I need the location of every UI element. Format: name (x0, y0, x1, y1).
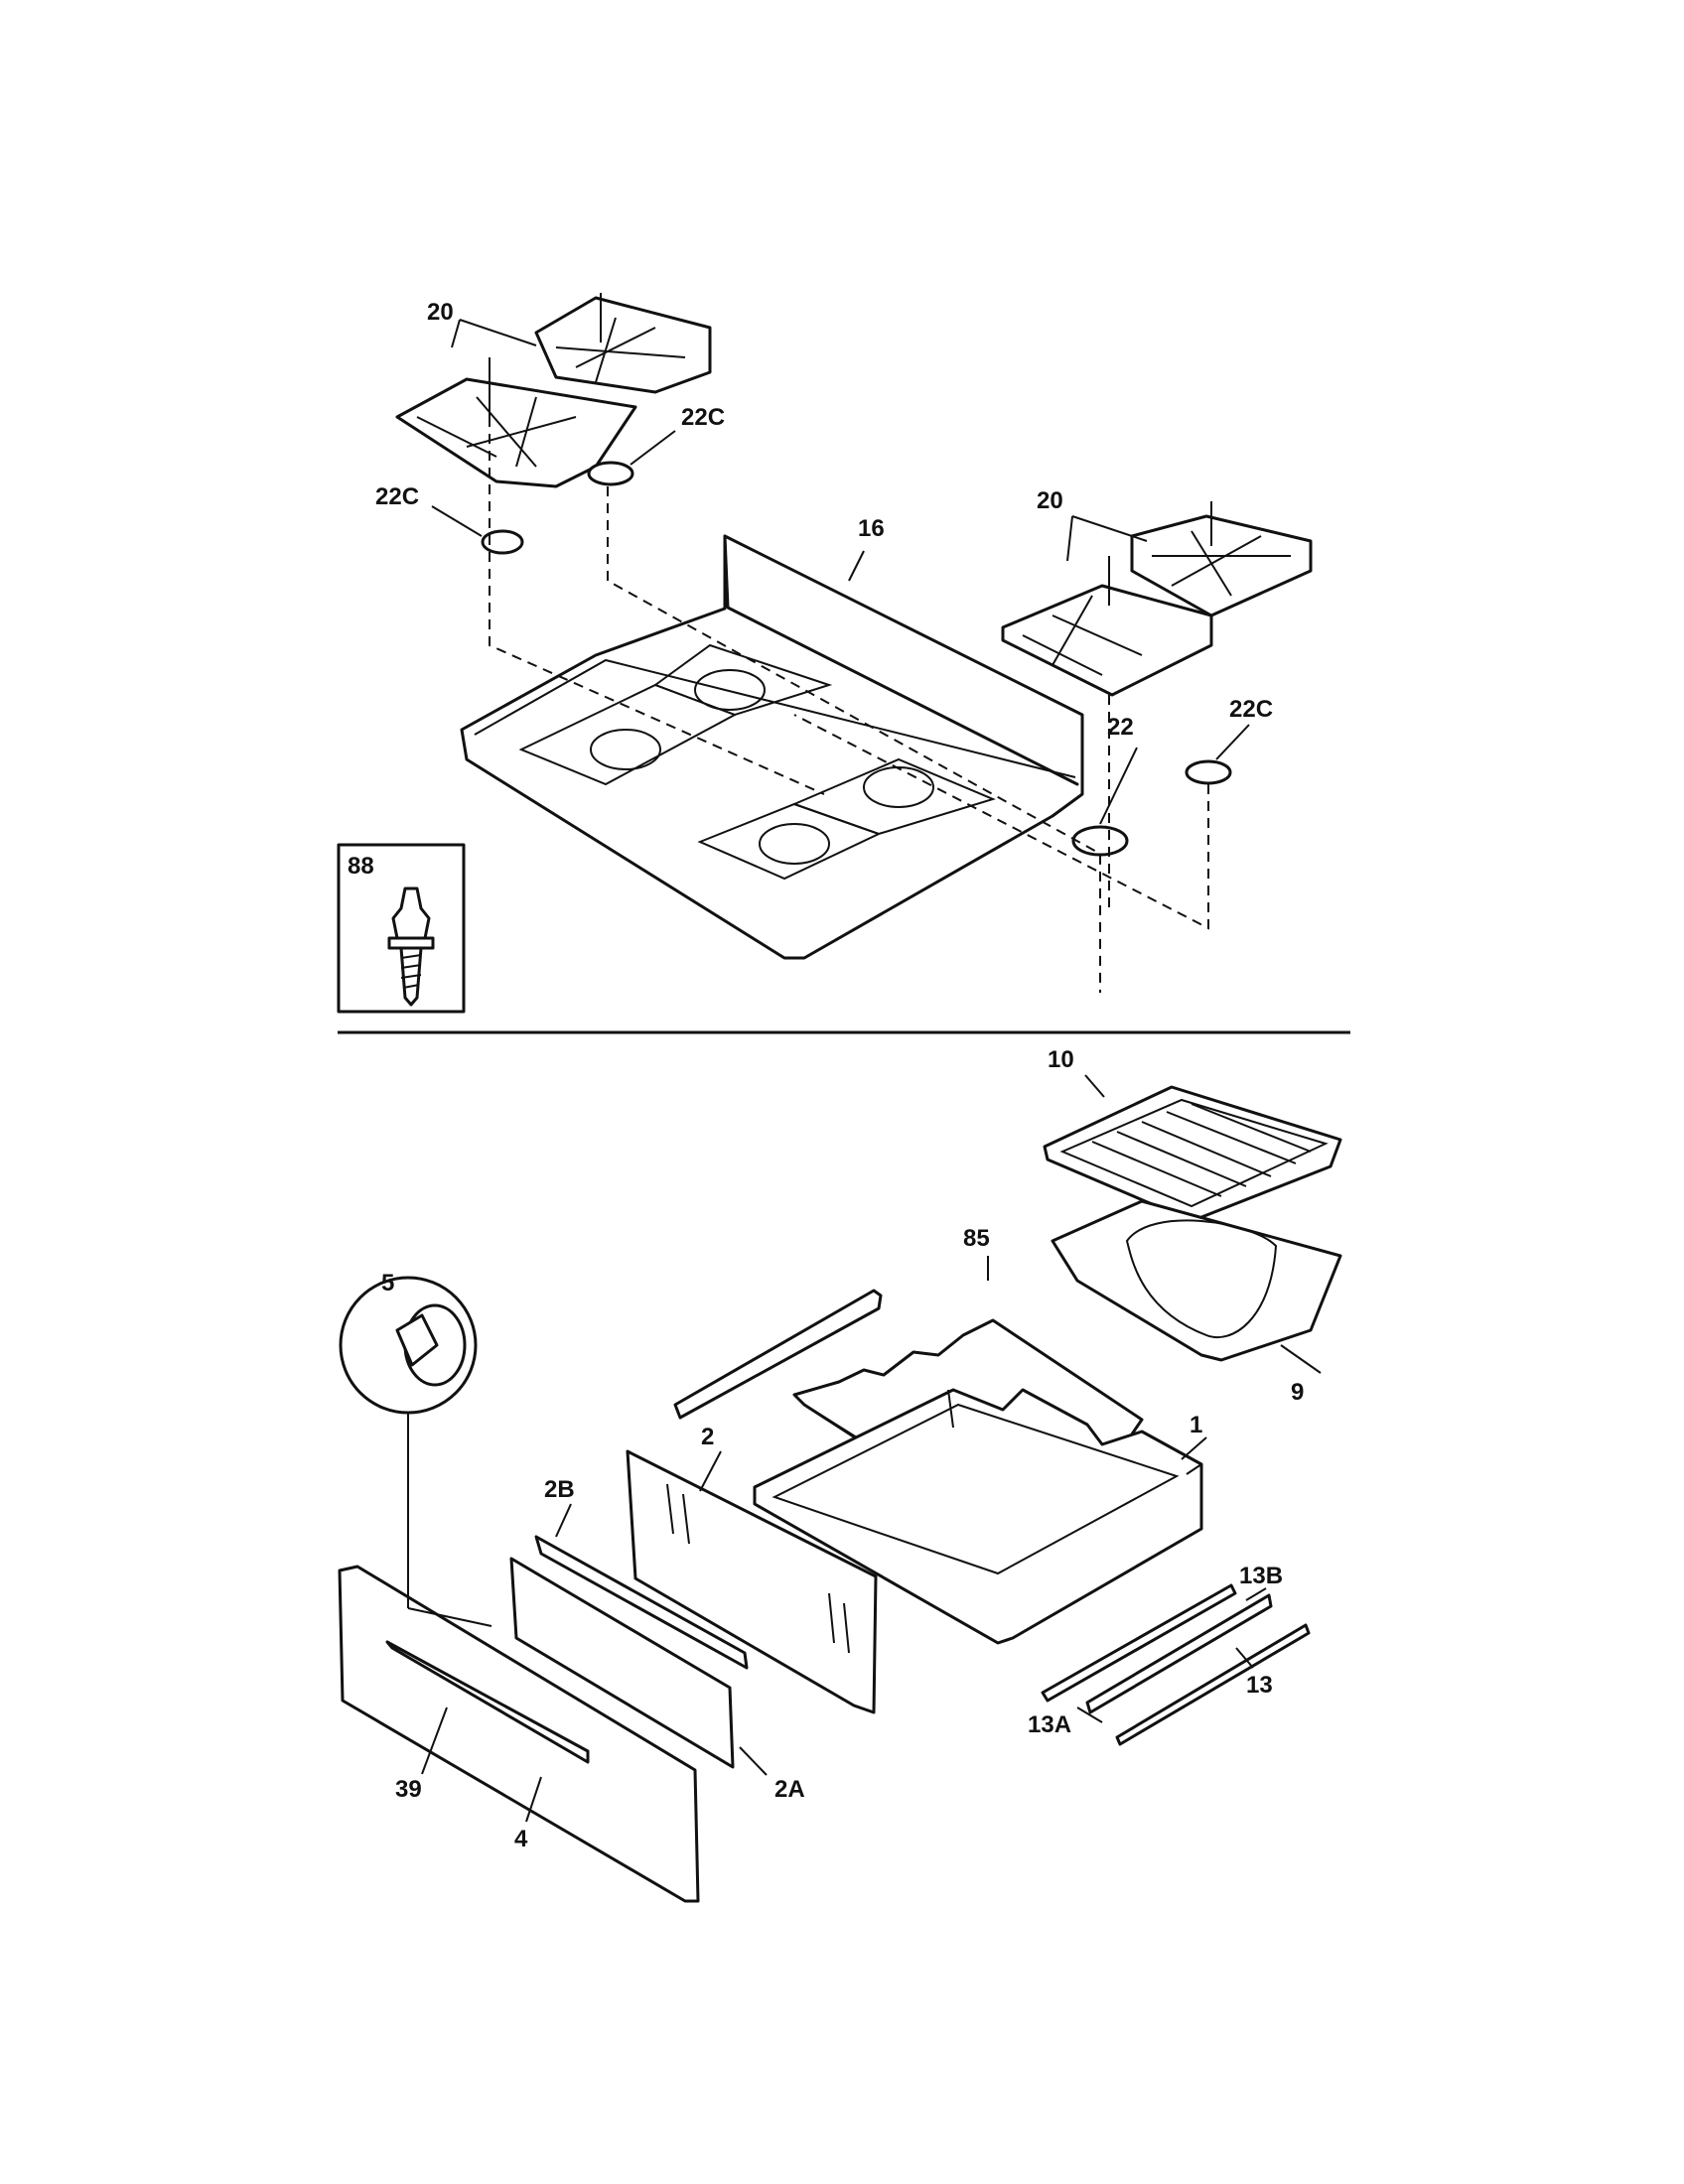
callout-1: 1 (1190, 1412, 1202, 1438)
drawer-front (338, 1565, 700, 1903)
callout-22c-left: 22C (375, 483, 419, 510)
leader-lines (421, 319, 1322, 1823)
burner-grate-right-pair (1001, 501, 1313, 697)
burner-cap-right (1185, 759, 1232, 785)
callout-20-left: 20 (427, 299, 454, 326)
side-rail-left (673, 1289, 883, 1420)
drawer-slides (1041, 1583, 1311, 1746)
callout-5: 5 (381, 1270, 394, 1297)
callout-88: 88 (348, 853, 374, 880)
callout-22c-upper: 22C (681, 404, 725, 431)
callout-20-right: 20 (1037, 487, 1063, 514)
callout-16: 16 (858, 515, 885, 542)
callout-2: 2 (701, 1424, 714, 1450)
drawer-back (626, 1449, 878, 1714)
drawer-body (753, 1388, 1203, 1645)
callout-22c-right: 22C (1229, 696, 1273, 723)
burner-grate-left-pair (395, 293, 712, 488)
callout-13b: 13B (1239, 1563, 1283, 1589)
callout-13a: 13A (1028, 1711, 1071, 1738)
control-knob-inset (339, 1276, 492, 1627)
broiler-pan (1051, 1199, 1342, 1362)
callout-4: 4 (514, 1826, 528, 1852)
callout-2b: 2B (544, 1476, 575, 1503)
drawer-front-inner (509, 1557, 735, 1769)
drawer-top-trim (534, 1535, 749, 1670)
drawer-handle (385, 1640, 590, 1764)
screw-inset (337, 843, 466, 1014)
callout-13: 13 (1246, 1672, 1273, 1699)
burner-cap-left (481, 529, 524, 555)
callout-85: 85 (963, 1225, 990, 1252)
callout-39: 39 (395, 1776, 422, 1803)
burner-cap-large (1071, 825, 1129, 857)
callout-22: 22 (1107, 714, 1134, 741)
broiler-grid (1043, 1085, 1342, 1223)
callout-10: 10 (1048, 1046, 1074, 1073)
callout-2a: 2A (774, 1776, 805, 1803)
cooktop (460, 534, 1084, 960)
burner-cap-upper (587, 461, 634, 486)
callout-9: 9 (1291, 1379, 1304, 1406)
